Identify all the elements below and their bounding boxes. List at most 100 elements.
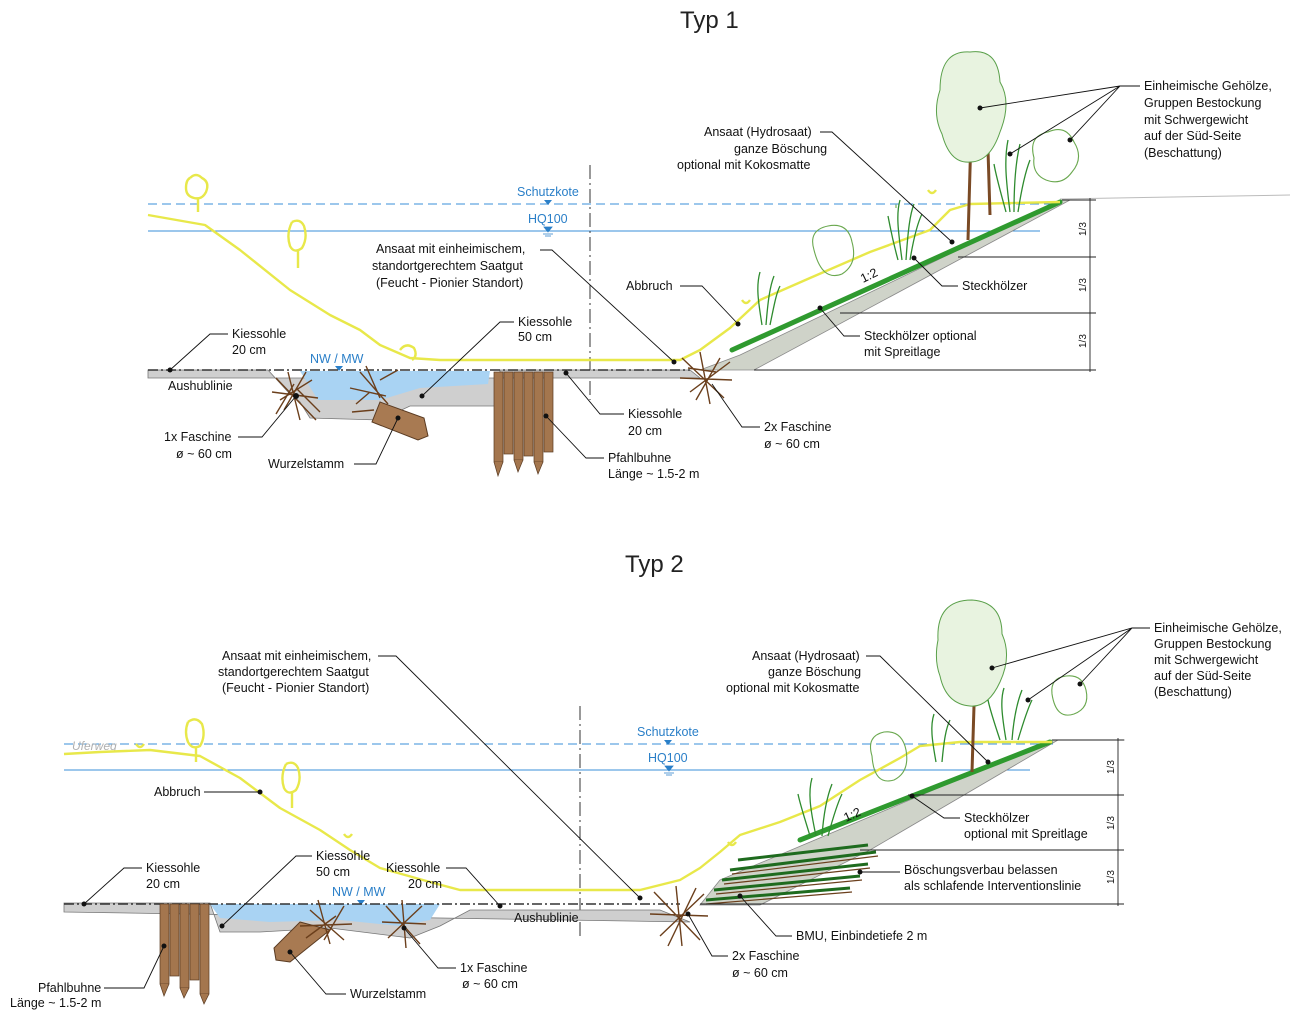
typ2-kiessohle-right-1: Kiessohle (386, 861, 440, 875)
post (189, 903, 200, 981)
dim-third-3: 1/3 (1106, 870, 1117, 884)
leader-dot (977, 105, 983, 111)
typ2-title: Typ 2 (625, 551, 684, 578)
typ1-kiessohle-mid-2: 50 cm (518, 330, 552, 344)
typ2-gehoelze-4: auf der Süd-Seite (1154, 669, 1251, 683)
typ2-gehoelze-5: (Beschattung) (1154, 685, 1232, 699)
leader-dot (949, 239, 955, 245)
typ2-steckhoelzer-1: Steckhölzer (964, 811, 1029, 825)
dim-third-1: 1/3 (1106, 760, 1117, 774)
typ2-kiessohle-right-2: 20 cm (408, 877, 442, 891)
leader (913, 257, 958, 287)
reed (797, 777, 843, 837)
typ2-uferweg: Uferweg (72, 739, 117, 753)
typ2-gehoelze-1: Einheimische Gehölze, (1154, 621, 1282, 635)
leader (545, 415, 604, 459)
post (493, 371, 504, 463)
typ2-slope-ratio: 1:2 (842, 805, 864, 825)
post-tips (493, 459, 544, 478)
typ2-faschine-left (381, 899, 427, 949)
typ1-hydrosaat-3: optional mit Kokosmatte (677, 158, 810, 172)
typ2-water (210, 904, 440, 926)
typ1-title: Typ 1 (680, 7, 739, 34)
leader-dot (1025, 697, 1031, 703)
typ1-schutzkote-marker (544, 200, 552, 205)
typ1-ansaat-3: (Feucht - Pionier Standort) (376, 276, 523, 290)
leader-dot (857, 869, 863, 875)
leader-dot (1077, 681, 1083, 687)
typ2-faschine2-1: 2x Faschine (732, 949, 799, 963)
typ2-yellow-shrub2 (281, 761, 301, 808)
typ2-dimensions: 1/3 1/3 1/3 (700, 738, 1124, 906)
typ2-hq100-label: HQ100 (648, 751, 688, 765)
root-sticks (349, 365, 399, 413)
post (533, 371, 544, 463)
typ1-section: Typ 1 Schutzkote HQ100 NW / MW 1:2 (147, 7, 1291, 481)
typ2-pfahlbuhne-2: Länge ~ 1.5-2 m (10, 996, 101, 1010)
dim-third-2: 1/3 (1106, 816, 1117, 830)
post (199, 903, 210, 995)
leader-dot (911, 255, 917, 261)
typ1-annotations: Kiessohle 20 cm Aushublinie 1x Faschine … (164, 79, 1272, 481)
leader-dot (1007, 151, 1013, 157)
typ1-steckhoelzer: Steckhölzer (962, 279, 1027, 293)
typ1-faschine1-2: ø ~ 60 cm (176, 447, 232, 461)
dim-third-2: 1/3 (1078, 278, 1089, 292)
leader-dot (257, 789, 263, 795)
bmu-branches (705, 855, 879, 905)
leader-dot (497, 903, 503, 909)
typ2-faschine1-2: ø ~ 60 cm (462, 977, 518, 991)
typ2-nw-mw-label: NW / MW (332, 885, 386, 899)
leader (739, 895, 792, 937)
typ1-gehoelze-4: auf der Süd-Seite (1144, 129, 1241, 143)
typ2-hq100-marker (664, 765, 674, 776)
leader-dot (735, 321, 741, 327)
leader (687, 913, 728, 957)
typ2-schutzkote-label: Schutzkote (637, 725, 699, 739)
post (179, 903, 190, 989)
typ2-yellow-shrub1 (184, 718, 205, 762)
leader (866, 655, 989, 763)
leader (221, 855, 312, 927)
leader-dot (671, 359, 677, 365)
typ2-gehoelze-2: Gruppen Bestockung (1154, 637, 1271, 651)
leader (289, 951, 346, 995)
leader-dot (637, 895, 643, 901)
shrub-canopy (869, 731, 908, 782)
typ1-nw-marker (335, 366, 343, 371)
typ2-faschine-right (649, 885, 709, 947)
typ2-kiessohle-left-1: Kiessohle (146, 861, 200, 875)
typ2-wurzelstamm: Wurzelstamm (350, 987, 426, 1001)
post-tips (159, 983, 210, 1005)
typ1-steckopt-1: Steckhölzer optional (864, 329, 977, 343)
leader (820, 131, 953, 243)
typ2-faschine1-1: 1x Faschine (460, 961, 527, 975)
bmu-layers (705, 843, 877, 902)
shrub-canopy (1051, 675, 1088, 716)
typ2-nw-marker (357, 900, 365, 905)
typ1-wurzelstamm (349, 365, 429, 441)
typ1-ansaat-1: Ansaat mit einheimischem, (376, 242, 525, 256)
typ1-dimensions: 1/3 1/3 1/3 (754, 198, 1096, 372)
reed (757, 271, 781, 326)
typ2-aushublinie: Aushublinie (514, 911, 579, 925)
typ2-boeschungsverbau-2: als schlafende Interventionslinie (904, 879, 1081, 893)
typ1-slope-ratio: 1:2 (858, 265, 880, 285)
leader (979, 85, 1140, 155)
leader (991, 627, 1150, 701)
typ2-annotations: Ansaat mit einheimischem, standortgerech… (10, 621, 1282, 1010)
dim-third-3: 1/3 (1078, 334, 1089, 348)
tree-canopy (935, 599, 1007, 707)
typ1-wurzelstamm: Wurzelstamm (268, 457, 344, 471)
typ2-bmu: BMU, Einbindetiefe 2 m (796, 929, 927, 943)
reed (987, 687, 1033, 741)
typ1-pfahlbuhne-posts (493, 371, 554, 478)
typ2-kiessohle-mid-1: Kiessohle (316, 849, 370, 863)
typ1-faschine2-2: ø ~ 60 cm (764, 437, 820, 451)
typ2-yellow-terrain (63, 740, 1052, 892)
faschine-sticks (649, 885, 709, 947)
typ1-water (300, 371, 490, 400)
typ1-yellow-marks (741, 189, 937, 305)
tree-canopy (936, 51, 1007, 163)
typ2-faschine2-2: ø ~ 60 cm (732, 966, 788, 980)
